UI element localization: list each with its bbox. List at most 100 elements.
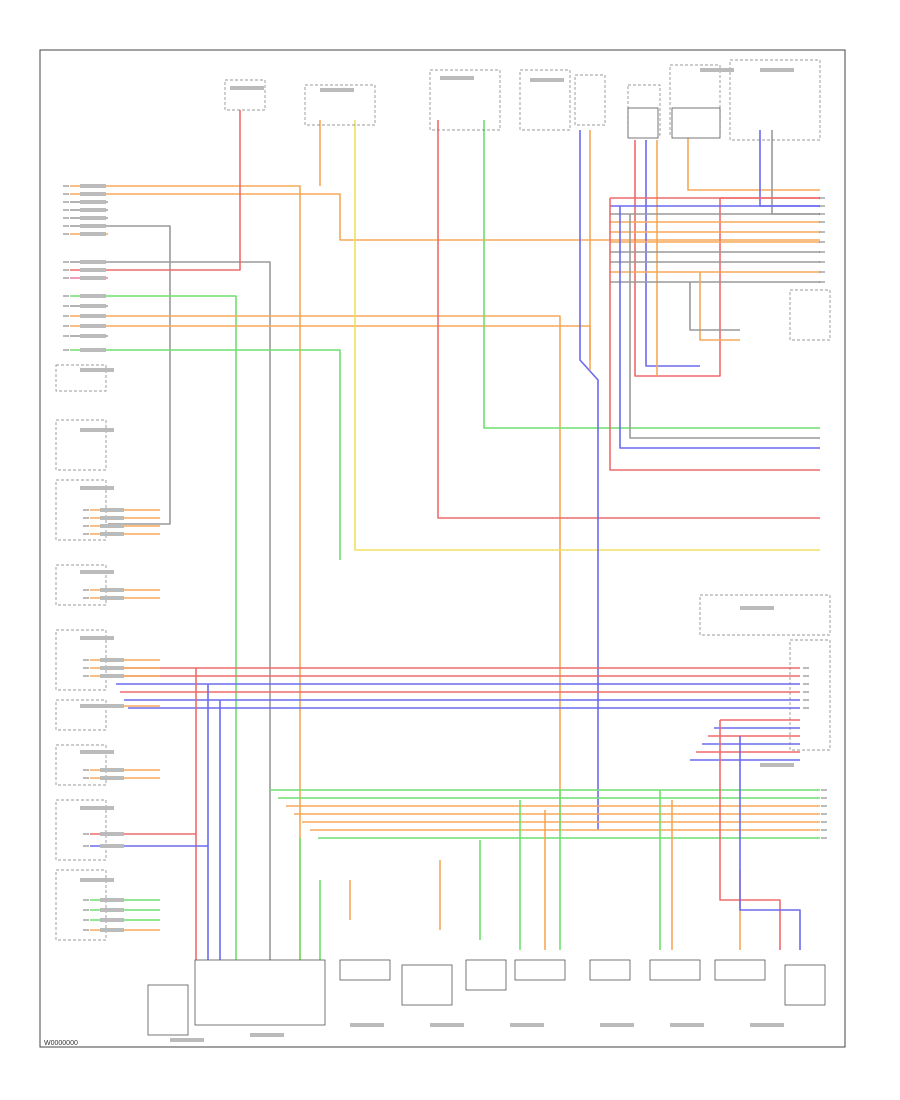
- left-lower-pin-label: [100, 658, 124, 662]
- left-pin-label: [80, 324, 106, 328]
- left-pin-label: [80, 334, 106, 338]
- left-pin-label: [80, 348, 106, 352]
- left-pin-label: [80, 200, 106, 204]
- harness-wire-orange: [108, 315, 561, 830]
- top-component-outline: [304, 84, 376, 126]
- wires-layer: [70, 110, 820, 960]
- component-label: [760, 763, 794, 767]
- bottom-component-box: [514, 959, 566, 981]
- left-lower-pin-label: [100, 596, 124, 600]
- bottom-component-box: [589, 959, 631, 981]
- component-label: [600, 1023, 634, 1027]
- right-component-outline: [789, 639, 831, 751]
- bottom-component-box: [339, 959, 391, 981]
- left-pin-label: [80, 224, 106, 228]
- left-component-outline: [55, 744, 107, 786]
- top-drop-green: [483, 120, 820, 429]
- right-wire-orange: [699, 272, 740, 341]
- component-label: [350, 1023, 384, 1027]
- bottom-component-box: [714, 959, 766, 981]
- harness-wire-green: [108, 295, 237, 960]
- component-label: [530, 78, 564, 82]
- right-loop-gray: [629, 214, 820, 439]
- left-lower-pin-label: [100, 508, 124, 512]
- left-pin-label: [80, 268, 106, 272]
- component-label: [80, 806, 114, 810]
- right-component-outline: [789, 289, 831, 341]
- component-label: [670, 1023, 704, 1027]
- left-lower-pin-label: [100, 532, 124, 536]
- component-label: [430, 1023, 464, 1027]
- left-pin-label: [80, 216, 106, 220]
- left-component-outline: [55, 869, 107, 941]
- labels-layer: [80, 68, 794, 1042]
- right-loop-blue: [619, 206, 820, 449]
- top-drop-blue: [579, 130, 599, 830]
- top-component-outline: [519, 69, 571, 131]
- right-lower-drop: [739, 736, 801, 950]
- right-lower-drop: [719, 720, 781, 950]
- left-lower-pin-label: [100, 674, 124, 678]
- right-component-outline: [699, 594, 831, 636]
- component-label: [760, 68, 794, 72]
- component-label: [170, 1038, 204, 1042]
- component-label: [80, 704, 114, 708]
- top-drop-gray: [771, 130, 820, 215]
- left-pin-label: [80, 208, 106, 212]
- harness-wire-orange: [108, 193, 820, 241]
- component-label: [320, 88, 354, 92]
- component-label: [700, 68, 734, 72]
- left-pin-label: [80, 304, 106, 308]
- left-pin-label: [80, 232, 106, 236]
- left-component-outline: [55, 699, 107, 731]
- harness-wire-green: [108, 349, 341, 560]
- harness-wire-red: [108, 110, 241, 271]
- right-loop-red: [609, 198, 820, 471]
- left-pin-label: [80, 260, 106, 264]
- harness-wire-gray: [108, 225, 171, 525]
- left-lower-pin-label: [100, 666, 124, 670]
- harness-wire-orange: [108, 185, 301, 960]
- left-lower-pin-label: [100, 768, 124, 772]
- bottom-component-box: [649, 959, 701, 981]
- left-lower-pin-label: [100, 844, 124, 848]
- left-pin-label: [80, 184, 106, 188]
- top-component-outline: [224, 79, 266, 111]
- left-pin-label: [80, 192, 106, 196]
- top-drop-blue: [759, 130, 820, 207]
- left-lower-pin-label: [100, 524, 124, 528]
- top-drop-orange: [687, 130, 820, 191]
- left-pin-label: [80, 276, 106, 280]
- top-component-outline: [574, 74, 606, 126]
- component-label: [230, 86, 264, 90]
- left-pin-label: [80, 314, 106, 318]
- component-label: [80, 750, 114, 754]
- top-component-outline: [729, 59, 821, 141]
- component-label: [80, 878, 114, 882]
- component-label: [510, 1023, 544, 1027]
- harness-wire-orange: [108, 325, 591, 360]
- left-lower-pin-label: [100, 516, 124, 520]
- left-component-outline: [55, 799, 107, 861]
- left-lower-pin-label: [100, 898, 124, 902]
- bottom-component-box: [465, 959, 507, 991]
- left-lower-pin-label: [100, 918, 124, 922]
- top-module-box: [627, 107, 659, 139]
- component-label: [80, 636, 114, 640]
- component-label: [80, 486, 114, 490]
- bottom-component-box: [784, 964, 826, 1006]
- top-drop-blue: [645, 140, 700, 367]
- component-label: [80, 368, 114, 372]
- bottom-component-box: [401, 964, 453, 1006]
- right-wire-gray: [689, 282, 740, 331]
- diagram-frame: [39, 49, 846, 1048]
- bottom-component-box: [147, 984, 189, 1036]
- left-component-outline: [55, 364, 107, 392]
- left-lower-pin-label: [100, 776, 124, 780]
- harness-wire-gray: [108, 261, 271, 960]
- left-lower-pin-label: [100, 832, 124, 836]
- top-component-outline: [429, 69, 501, 131]
- left-pin-label: [80, 294, 106, 298]
- top-drop-yellow: [354, 120, 820, 551]
